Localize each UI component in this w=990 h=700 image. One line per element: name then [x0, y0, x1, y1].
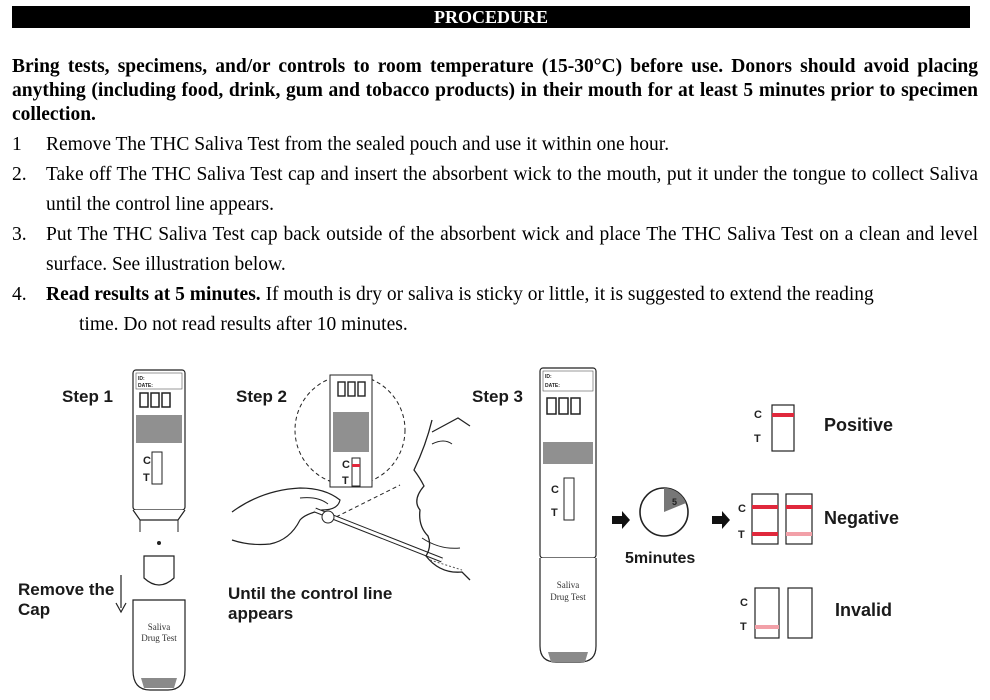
step-text: Put The THC Saliva Test cap back outside…: [46, 224, 978, 275]
svg-text:T: T: [738, 529, 745, 541]
step-item-4: 4. Read results at 5 minutes. If mouth i…: [12, 280, 978, 340]
intro-paragraph: Bring tests, specimens, and/or controls …: [12, 56, 978, 125]
result-positive-strip: C T: [754, 404, 795, 452]
result-positive-label: Positive: [824, 415, 894, 435]
section-header: PROCEDURE: [12, 6, 970, 28]
step-item-3: 3. Put The THC Saliva Test cap back outs…: [12, 220, 978, 280]
svg-text:T: T: [740, 621, 747, 633]
c-letter: C: [143, 455, 151, 467]
svg-text:C: C: [740, 597, 748, 609]
step-text-continued: time. Do not read results after 10 minut…: [79, 314, 408, 335]
svg-text:C: C: [754, 409, 762, 421]
svg-text:Saliva: Saliva: [557, 580, 580, 590]
step-text: If mouth is dry or saliva is sticky or l…: [260, 284, 874, 305]
svg-text:DATE:: DATE:: [545, 383, 560, 389]
cap-label-line2: Drug Test: [141, 633, 177, 643]
step-text: Take off The THC Saliva Test cap and ins…: [46, 164, 978, 215]
arrow-icon: [712, 511, 730, 529]
step-emphasis: Read results at 5 minutes.: [46, 284, 261, 305]
procedure-steps: 1 Remove The THC Saliva Test from the se…: [12, 130, 978, 340]
step3-label: Step 3: [472, 387, 524, 406]
arrow-icon: [612, 511, 630, 529]
step1-device: ID: DATE: C T: [115, 369, 186, 614]
result-invalid-label: Invalid: [835, 600, 893, 620]
device-id-label: ID:: [138, 376, 145, 382]
step2-label: Step 2: [236, 387, 288, 406]
step-number: 4.: [12, 284, 27, 305]
step-number: 1: [12, 134, 22, 155]
cap-label-line1: Saliva: [148, 622, 171, 632]
result-invalid-strips: C T: [740, 587, 813, 639]
step3-device: ID: DATE: C T Saliva Drug Test: [539, 367, 597, 663]
step-text: Remove The THC Saliva Test from the seal…: [46, 134, 670, 155]
until-control-label: Until the control line appears: [228, 584, 393, 623]
procedure-illustration: Step 1 Step 2 Step 3 Remove the Cap Unti…: [0, 360, 990, 700]
svg-text:T: T: [551, 507, 558, 519]
step-number: 2.: [12, 164, 27, 185]
svg-text:Drug Test: Drug Test: [550, 592, 586, 602]
result-negative-strips: C T: [738, 493, 813, 545]
result-negative-label: Negative: [824, 508, 900, 528]
step-item-2: 2. Take off The THC Saliva Test cap and …: [12, 160, 978, 220]
step1-label: Step 1: [62, 387, 114, 406]
device-date-label: DATE:: [138, 383, 153, 389]
timer-digit: 5: [672, 497, 677, 507]
remove-cap-label: Remove the Cap: [18, 580, 115, 619]
step-number: 3.: [12, 224, 27, 245]
svg-text:ID:: ID:: [545, 374, 552, 380]
timer-label: 5minutes: [625, 550, 696, 567]
svg-text:C: C: [738, 503, 746, 515]
t-letter: T: [143, 472, 150, 484]
svg-text:C: C: [342, 459, 350, 471]
svg-text:C: C: [551, 484, 559, 496]
step1-cap: Saliva Drug Test: [132, 599, 186, 691]
svg-text:T: T: [342, 475, 349, 487]
illustration-drawing: ID: DATE: C T Saliva Drug Test: [115, 367, 813, 691]
step-item-1: 1 Remove The THC Saliva Test from the se…: [12, 130, 978, 160]
step2-scene: C T: [231, 374, 471, 581]
svg-text:T: T: [754, 433, 761, 445]
timer-icon: 5: [639, 487, 689, 537]
